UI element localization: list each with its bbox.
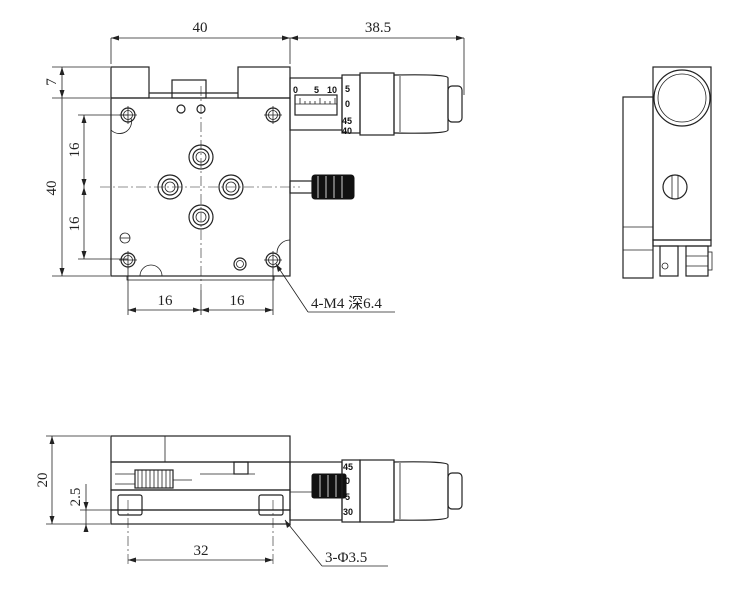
dim-top-offset-label: 7 [44,78,60,86]
dim-base-label: 2.5 [68,488,84,507]
mounting-hole-bottom-right [264,251,282,269]
thimble-mark-45: 45 [342,116,352,126]
dim-bottom-left-label: 16 [158,293,174,309]
dim-lower-half-label: 16 [67,216,83,232]
front-thimble-mark-30: 30 [343,507,353,517]
micrometer-head-top: 0 5 10 5 0 45 40 [289,72,463,136]
counterbore-hole-left [157,174,183,200]
counterbore-hole-bottom [188,204,214,230]
thimble-mark-5: 5 [345,84,350,94]
callout-through-holes: 3-Φ3.5 [325,550,367,566]
scale-mark-5: 5 [314,85,319,95]
return-spring [115,469,192,489]
dim-micrometer-label: 38.5 [365,20,391,36]
counterbore-hole-top [188,144,214,170]
dim-width-label: 40 [193,20,208,36]
callout-mounting-holes: 4-M4 深6.4 [311,295,382,312]
mounting-hole-top-right [264,106,282,124]
dim-pitch-label: 32 [194,543,209,559]
dim-bottom-right-label: 16 [230,293,246,309]
counterbore-hole-right [218,174,244,200]
mounting-hole-top-left [119,106,137,124]
scale-mark-0: 0 [293,85,298,95]
thimble-mark-0: 0 [345,99,350,109]
thimble-mark-40: 40 [342,126,352,136]
front-thimble-mark-5: 5 [345,492,350,502]
dim-height-label: 40 [44,181,60,196]
lock-knob [289,174,355,200]
front-view: 20 2.5 32 [35,435,463,567]
front-thimble-mark-45: 45 [343,462,353,472]
front-thimble-mark-0: 0 [345,476,350,486]
scale-mark-10: 10 [327,85,337,95]
micrometer-head-front: 45 0 5 30 [289,459,463,523]
dim-upper-half-label: 16 [67,142,83,158]
side-view [622,66,713,279]
mounting-hole-bottom-left [119,251,137,269]
top-view: 40 38.5 7 40 16 16 [44,20,465,315]
dim-front-height-label: 20 [35,473,51,488]
